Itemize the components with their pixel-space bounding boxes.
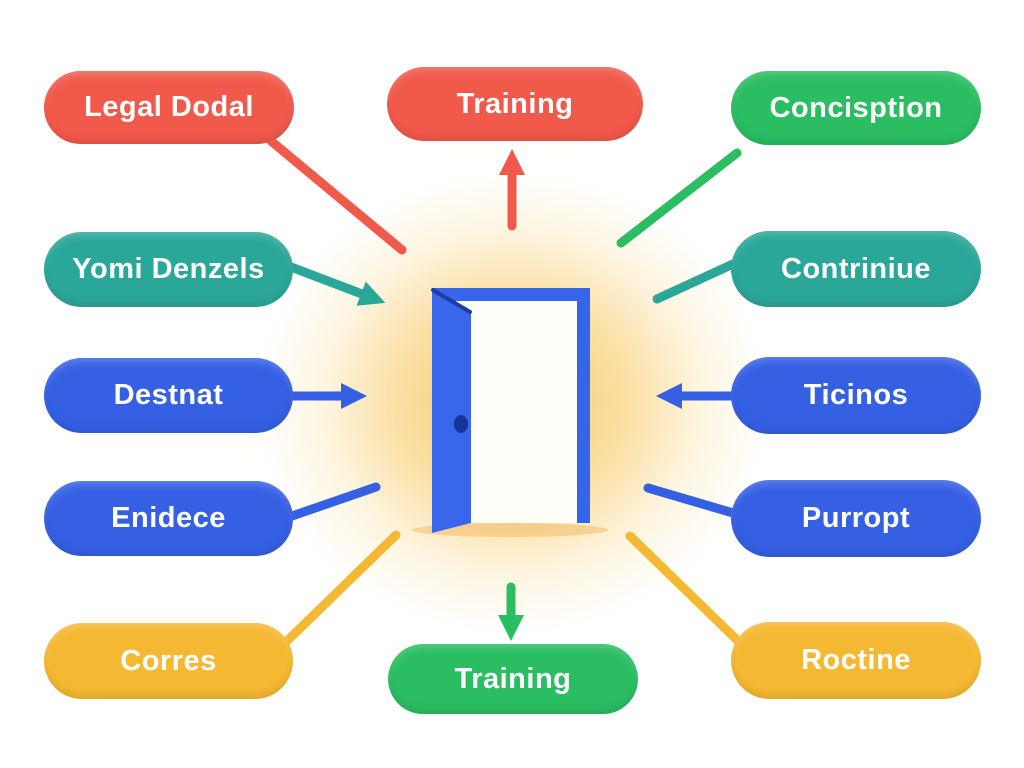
node-legal-dodal: Legal Dodal: [44, 71, 294, 144]
connector-purropt: [643, 483, 738, 518]
node-roctine: Roctine: [731, 622, 981, 699]
node-label: Purropt: [801, 502, 911, 534]
node-purropt: Purropt: [731, 480, 981, 557]
connector-concisption: [616, 148, 742, 248]
open-door-illustration: [412, 288, 608, 537]
node-label: Enidece: [111, 502, 226, 534]
connector-roctine: [625, 531, 743, 646]
node-label: Destnat: [113, 379, 224, 411]
node-concisption: Concisption: [731, 71, 981, 145]
node-training-bottom: Training: [388, 644, 638, 714]
node-yomi-denzels: Yomi Denzels: [44, 232, 293, 307]
under-door-shadow: [412, 523, 608, 537]
connector-legal-dodal: [266, 136, 407, 255]
node-enidece: Enidece: [44, 481, 293, 556]
node-destnat: Destnat: [44, 358, 293, 433]
node-label: Training: [456, 87, 574, 120]
door-knob: [454, 415, 468, 433]
node-label: Training: [454, 662, 572, 695]
door-panel-edge: [431, 288, 472, 314]
node-label: Roctine: [801, 644, 911, 676]
door-panel: [432, 288, 471, 533]
node-label: Legal Dodal: [84, 91, 254, 123]
connector-corres: [281, 530, 401, 647]
node-label: Ticinos: [803, 379, 909, 411]
node-contriniue: Contriniue: [731, 231, 981, 307]
connector-enidece: [287, 482, 381, 521]
connector-contriniue: [652, 259, 738, 304]
connector-yomi-denzels-arrow: [286, 262, 386, 306]
node-label: Corres: [120, 644, 217, 677]
node-label: Concisption: [769, 91, 943, 124]
node-corres: Corres: [44, 623, 293, 699]
node-training-top: Training: [387, 67, 643, 141]
node-ticinos: Ticinos: [731, 357, 981, 434]
node-label: Contriniue: [781, 252, 931, 285]
node-label: Yomi Denzels: [72, 253, 265, 285]
